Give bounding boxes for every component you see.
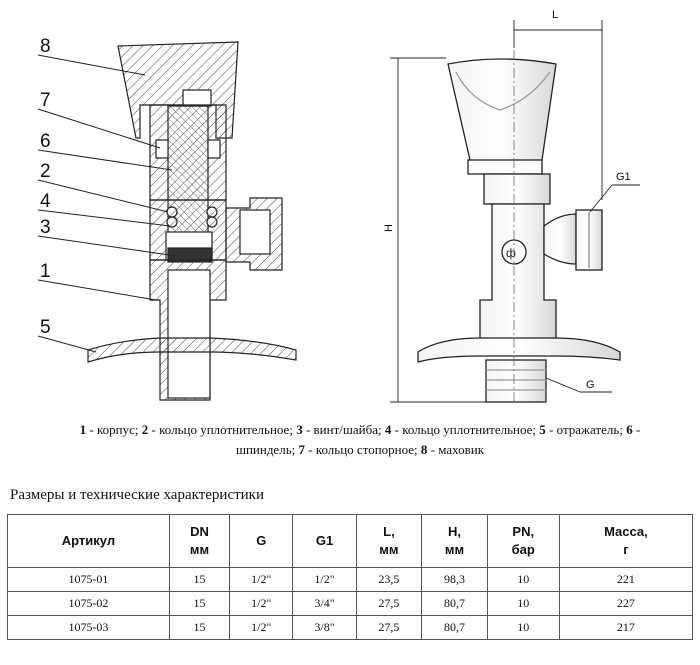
column-header: Масса,г	[558, 514, 694, 568]
section-view	[87, 41, 297, 401]
table-cell: 3/4"	[292, 591, 357, 616]
legend-number: 5	[539, 422, 546, 437]
table-cell: 98,3	[421, 567, 488, 592]
column-header: G	[229, 514, 294, 568]
callout-labels: 8 7 6 2 4 3 1 5	[40, 36, 51, 338]
table-cell: 15	[168, 615, 231, 640]
legend-number: 6	[626, 422, 633, 437]
callout-7: 7	[40, 90, 51, 111]
callout-2: 2	[40, 161, 51, 182]
legend-text: - корпус;	[86, 422, 142, 437]
legend-text: - кольцо уплотнительное;	[148, 422, 297, 437]
table-cell: 80,7	[421, 591, 488, 616]
parts-legend: 1 - корпус; 2 - кольцо уплотнительное; 3…	[60, 420, 660, 460]
column-header: PN,бар	[486, 514, 560, 568]
table-cell: 27,5	[355, 591, 423, 616]
exterior-view: ф	[417, 50, 621, 405]
legend-text: - винт/шайба;	[302, 422, 385, 437]
table-cell: 27,5	[355, 615, 423, 640]
dimension-L: L	[552, 9, 558, 21]
table-cell: 23,5	[355, 567, 423, 592]
legend-number: 7	[298, 442, 305, 457]
table-cell: 10	[486, 615, 560, 640]
dimension-H: H	[383, 224, 395, 232]
legend-number: 4	[384, 422, 392, 437]
valve-technical-drawing: 8 7 6 2 4 3 1 5 ф	[37, 9, 640, 405]
table-cell: 3/8"	[292, 615, 357, 640]
dimension-lines	[390, 20, 640, 403]
legend-text: - шпиндель;	[235, 422, 641, 457]
table-cell: 217	[558, 615, 694, 640]
callout-4: 4	[40, 191, 51, 212]
column-header: G1	[292, 514, 357, 568]
legend-text: - кольцо стопорное;	[304, 442, 421, 457]
legend-number: 8	[420, 442, 428, 457]
legend-text: - кольцо уплотнительное;	[391, 422, 540, 437]
table-cell: 1/2"	[229, 567, 294, 592]
column-header: Артикул	[7, 514, 170, 568]
table-cell: 1/2"	[292, 567, 357, 592]
legend-number: 2	[141, 422, 149, 437]
table-cell: 1075-02	[7, 591, 170, 616]
table-cell: 15	[168, 591, 231, 616]
table-cell: 227	[558, 591, 694, 616]
callout-8: 8	[40, 36, 51, 57]
table-cell: 15	[168, 567, 231, 592]
column-header: L,мм	[355, 514, 423, 568]
callout-3: 3	[40, 217, 51, 238]
table-cell: 1075-01	[7, 567, 170, 592]
svg-text:ф: ф	[506, 246, 516, 260]
legend-number: 3	[296, 422, 303, 437]
dimension-G: G	[586, 379, 595, 391]
callout-6: 6	[40, 131, 51, 152]
legend-number: 1	[79, 422, 87, 437]
column-header: H,мм	[421, 514, 488, 568]
dimension-G1: G1	[616, 171, 631, 183]
legend-text: - отражатель;	[545, 422, 627, 437]
legend-text: - маховик	[427, 442, 485, 457]
callout-leaders	[37, 54, 177, 353]
table-cell: 221	[558, 567, 694, 592]
table-cell: 80,7	[421, 615, 488, 640]
table-cell: 1/2"	[229, 615, 294, 640]
section-title: Размеры и технические характеристики	[10, 487, 264, 503]
table-cell: 10	[486, 567, 560, 592]
table-cell: 1075-03	[7, 615, 170, 640]
table-cell: 1/2"	[229, 591, 294, 616]
callout-5: 5	[40, 317, 51, 338]
callout-1: 1	[40, 261, 51, 282]
table-cell: 10	[486, 591, 560, 616]
